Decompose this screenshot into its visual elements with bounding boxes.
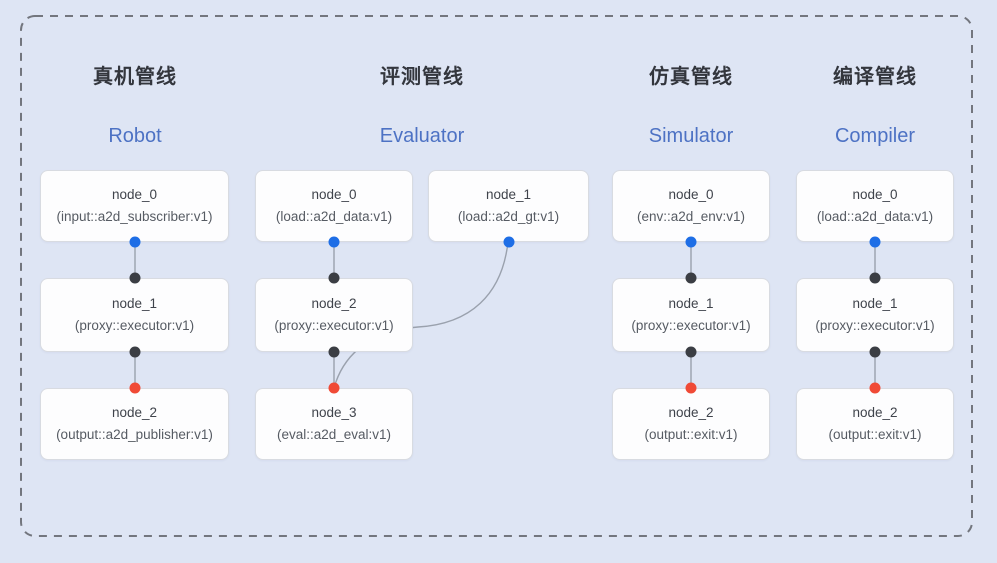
output-port-dot bbox=[685, 236, 697, 248]
pipeline-title-zh-evaluator: 评测管线 bbox=[380, 66, 464, 88]
node-name: node_0 bbox=[852, 187, 898, 202]
node-box-compiler-node-1: node_1 (proxy::executor:v1) bbox=[796, 272, 954, 358]
node-box-evaluator-node-2: node_2 (proxy::executor:v1) bbox=[255, 272, 413, 358]
node-box-evaluator-node-1: node_1 (load::a2d_gt:v1) bbox=[428, 170, 589, 248]
node-box-compiler-node-2: node_2 (output::exit:v1) bbox=[796, 382, 954, 460]
node-name: node_2 bbox=[111, 405, 158, 420]
pipeline-title-en-robot: Robot bbox=[108, 125, 162, 147]
node-box-evaluator-node-3: node_3 (eval::a2d_eval:v1) bbox=[255, 382, 413, 460]
input-port-dot bbox=[129, 382, 140, 394]
node-type: (output::a2d_publisher:v1) bbox=[56, 427, 213, 442]
output-port-dot bbox=[129, 346, 140, 358]
edge-evaluator-node1-node3 bbox=[333, 241, 509, 389]
node-type: (input::a2d_subscriber:v1) bbox=[56, 209, 213, 224]
node-name: node_1 bbox=[485, 187, 532, 202]
node-box-evaluator-node-0: node_0 (load::a2d_data:v1) bbox=[255, 170, 413, 248]
output-port-dot bbox=[869, 346, 881, 358]
node-name: node_1 bbox=[852, 296, 898, 311]
node-box-compiler-node-0: node_0 (load::a2d_data:v1) bbox=[796, 170, 954, 248]
pipeline-title-zh-simulator: 仿真管线 bbox=[649, 66, 733, 88]
node-name: node_1 bbox=[111, 296, 158, 311]
pipeline-title-en-compiler: Compiler bbox=[834, 125, 916, 147]
node-type: (output::exit:v1) bbox=[828, 427, 922, 442]
node-name: node_0 bbox=[111, 187, 158, 202]
input-port-dot bbox=[129, 272, 140, 284]
node-name: node_2 bbox=[668, 405, 714, 420]
pipeline-title-zh-robot: 真机管线 bbox=[93, 66, 177, 88]
node-name: node_2 bbox=[311, 296, 357, 311]
node-box-simulator-node-2: node_2 (output::exit:v1) bbox=[612, 382, 770, 460]
node-type: (eval::a2d_eval:v1) bbox=[276, 427, 392, 442]
node-box-robot-node-0: node_0 (input::a2d_subscriber:v1) bbox=[40, 170, 229, 248]
output-port-dot bbox=[129, 236, 140, 248]
output-port-dot bbox=[328, 346, 340, 358]
node-type: (env::a2d_env:v1) bbox=[636, 209, 746, 224]
node-type: (output::exit:v1) bbox=[644, 427, 738, 442]
node-type: (load::a2d_data:v1) bbox=[816, 209, 934, 224]
output-port-dot bbox=[328, 236, 340, 248]
pipeline-title-en-evaluator: Evaluator bbox=[379, 125, 465, 147]
node-type: (proxy::executor:v1) bbox=[74, 318, 195, 333]
node-box-simulator-node-1: node_1 (proxy::executor:v1) bbox=[612, 272, 770, 358]
input-port-dot bbox=[685, 382, 697, 394]
output-port-dot bbox=[503, 236, 514, 248]
node-type: (proxy::executor:v1) bbox=[274, 318, 394, 333]
node-type: (load::a2d_gt:v1) bbox=[457, 209, 560, 224]
input-port-dot bbox=[685, 272, 697, 284]
node-name: node_0 bbox=[668, 187, 714, 202]
node-box-simulator-node-0: node_0 (env::a2d_env:v1) bbox=[612, 170, 770, 248]
input-port-dot bbox=[869, 272, 881, 284]
node-name: node_2 bbox=[852, 405, 898, 420]
node-type: (proxy::executor:v1) bbox=[631, 318, 751, 333]
node-name: node_0 bbox=[311, 187, 357, 202]
node-box-robot-node-2: node_2 (output::a2d_publisher:v1) bbox=[40, 382, 229, 460]
output-port-dot bbox=[685, 346, 697, 358]
node-name: node_1 bbox=[668, 296, 714, 311]
node-name: node_3 bbox=[311, 405, 357, 420]
node-box-robot-node-1: node_1 (proxy::executor:v1) bbox=[40, 272, 229, 358]
node-type: (proxy::executor:v1) bbox=[815, 318, 935, 333]
output-port-dot bbox=[869, 236, 881, 248]
dashed-border bbox=[20, 15, 973, 537]
node-type: (load::a2d_data:v1) bbox=[275, 209, 393, 224]
pipeline-title-zh-compiler: 编译管线 bbox=[833, 66, 917, 88]
input-port-dot bbox=[869, 382, 881, 394]
input-port-dot bbox=[328, 272, 340, 284]
input-port-dot bbox=[328, 382, 340, 394]
pipeline-title-en-simulator: Simulator bbox=[648, 125, 734, 147]
